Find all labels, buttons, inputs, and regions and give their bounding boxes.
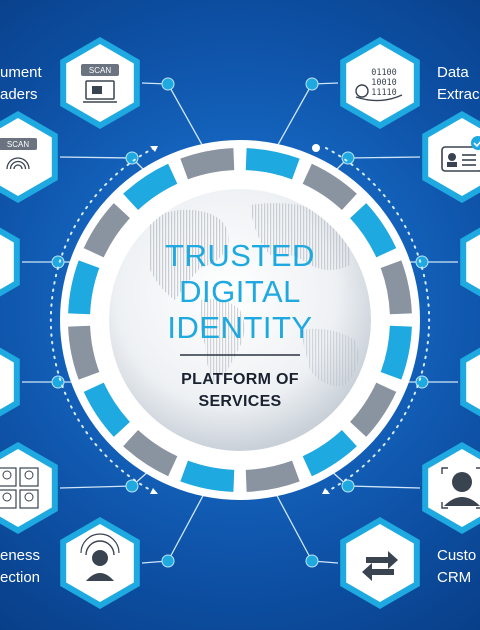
node-face-grid [0,442,58,534]
label-customer-crm-1: Custo [437,547,477,564]
connector-lines [22,77,458,568]
ring-segment [380,325,412,380]
connector-line [274,491,313,562]
connector-dot [51,255,65,269]
connector-line [167,491,206,562]
scan-badge-text: SCAN [89,66,111,75]
center-subtitle-line-2: SERVICES [198,393,282,410]
ring-segment [350,203,397,258]
node-right-mid-1 [460,227,480,297]
scan-badge-text: SCAN [7,140,29,149]
face-scan-icon [441,467,480,509]
ring-segment [68,325,100,380]
connector-dot [161,77,175,91]
dotted-orbit [49,147,431,493]
label-document-readers-1: ument [0,64,42,81]
globe [109,189,371,451]
binary-digits: 11110 [371,88,397,98]
segment-ring [68,148,412,492]
node-left-mid-2 [0,347,20,417]
connector-line [347,156,421,159]
center-title-line-1: TRUSTED [165,238,315,273]
label-liveness-detection-2: ection [0,569,41,586]
label-data-extraction-1: Data [437,64,469,81]
center-title-line-3: IDENTITY [167,310,313,345]
fingerprint-scan-icon: SCAN [0,138,37,170]
ring-segment [245,148,300,180]
connector-dot [125,479,139,493]
node-face-scan [422,442,480,534]
node-document-readers: SCAN [60,37,140,129]
connector-line [59,156,133,159]
node-right-mid-2 [460,347,480,417]
connector-dot [341,151,355,165]
ring-segment [380,260,412,315]
scanner-icon: SCAN [81,64,119,103]
node-customer-crm [340,517,420,609]
ring-segment [350,382,397,437]
connector-line [59,485,133,489]
center-title-line-2: DIGITAL [179,274,301,309]
label-data-extraction-2: Extrac [437,86,480,103]
connector-dot [125,151,139,165]
ring-segment [123,430,178,477]
connector-dot [161,554,175,568]
ring-segment [302,163,357,210]
label-document-readers-2: aders [0,86,38,103]
connector-dot [341,479,355,493]
node-id-card [422,111,480,203]
orbit-arrowheads [150,144,330,494]
node-fingerprint: SCAN [0,111,58,203]
person-headset-icon [80,533,120,581]
ring-segment [302,430,357,477]
id-card-check-icon [441,136,480,172]
ring-segment [180,148,235,180]
ring-segment [245,460,300,492]
ring-segment [83,203,130,258]
ring-segment [68,260,100,315]
face-grid-icon [0,467,39,509]
connector-dot [305,554,319,568]
ring-segment [123,163,178,210]
ring-segment [83,382,130,437]
label-liveness-detection-1: eness [0,547,41,564]
center-subtitle-line-1: PLATFORM OF [181,371,299,388]
connector-dot [305,77,319,91]
binary-digits: 01100 [371,68,397,78]
connector-line [274,83,313,151]
ring-segment [180,460,235,492]
connector-dot [415,255,429,269]
connector-line [347,485,421,489]
node-left-mid-1 [0,227,20,297]
label-customer-crm-2: CRM [437,569,472,586]
binary-digits: 10010 [371,78,397,88]
connector-line [167,83,206,151]
exchange-arrows-icon [362,551,398,581]
node-liveness-detection [60,517,140,609]
